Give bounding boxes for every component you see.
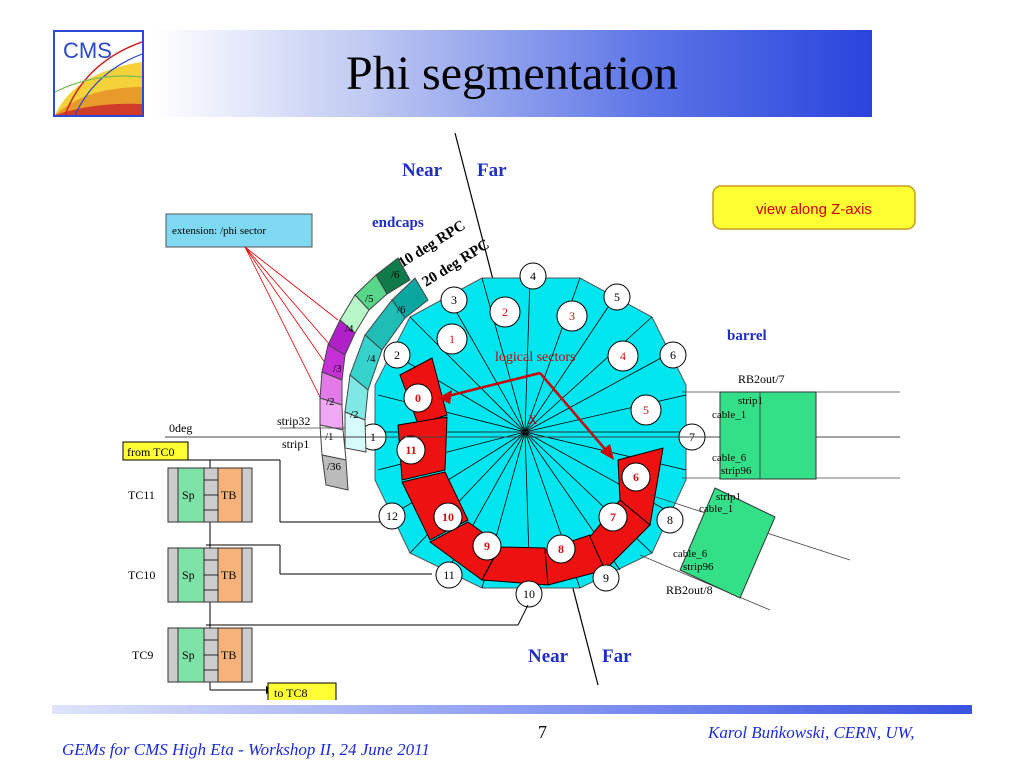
page-number: 7: [538, 722, 547, 742]
far-bottom-label: Far: [602, 646, 632, 667]
tc11-sp: Sp: [182, 488, 195, 502]
from-tc-label: from TC0: [127, 445, 174, 459]
logical-sectors-label: logical sectors: [495, 350, 575, 365]
rb2out8-box: [679, 487, 776, 599]
view-note-text: view along Z-axis: [756, 201, 872, 218]
logical-sector-0: 0: [415, 391, 421, 405]
tc10-label: TC10: [128, 568, 155, 582]
tc9-tb: TB: [221, 648, 236, 662]
tc9-sp: Sp: [182, 648, 195, 662]
inner-sector-4: 4: [620, 349, 626, 363]
outer-sector-10: 10: [523, 587, 535, 601]
outer-sector-8: 8: [667, 513, 673, 527]
inner-sector-3: 3: [569, 309, 575, 323]
endcap-outer-3: /3: [333, 363, 342, 375]
logical-sector-11: 11: [405, 443, 416, 457]
tc9-crate: Sp TB TC9: [132, 627, 253, 683]
outer-sector-12: 12: [386, 509, 398, 523]
inner-sector-5: 5: [643, 403, 649, 417]
far-top-label: Far: [477, 160, 507, 181]
tc9-label: TC9: [132, 648, 153, 662]
logical-sector-6: 6: [633, 470, 639, 484]
slide-title: Phi segmentation: [346, 47, 678, 100]
axis-x-label: X: [528, 412, 538, 427]
strip32-label: strip32: [277, 414, 310, 428]
tc11-tb: TB: [221, 488, 236, 502]
bottom-bar: [52, 705, 972, 714]
tc10-tb: TB: [221, 568, 236, 582]
box7-cable1: cable_1: [712, 409, 746, 421]
footer-right: Karol Buńkowski, CERN, UW,: [708, 723, 915, 742]
outer-sector-3: 3: [451, 293, 457, 307]
phi-diagram: X logical sectors 1 2 3 4 5 0 11 10 9 8 …: [122, 132, 916, 700]
to-tc-label: to TC8: [274, 686, 307, 700]
barrel-label: barrel: [727, 328, 767, 344]
logical-sector-7: 7: [610, 510, 616, 524]
inner-sector-1: 1: [449, 332, 455, 346]
endcap-outer-36: /36: [327, 461, 342, 473]
outer-sector-circles: [359, 262, 706, 608]
inner-sector-2: 2: [502, 305, 508, 319]
inner-sector-circles: [436, 296, 662, 426]
near-top-label: Near: [402, 160, 443, 181]
box7-strip1: strip1: [738, 395, 763, 407]
logical-sector-9: 9: [484, 539, 490, 553]
box8-cable1: cable_1: [699, 503, 733, 515]
endcap-inner-4: /4: [367, 353, 376, 365]
box7-cable6: cable_6: [712, 452, 747, 464]
near-bottom-label: Near: [528, 646, 569, 667]
zero-deg-label: 0deg: [169, 421, 192, 435]
outer-sector-6: 6: [670, 348, 676, 362]
strip1-left-label: strip1: [282, 437, 309, 451]
extension-note-text: extension: /phi sector: [172, 225, 266, 237]
logo-text: CMS: [63, 38, 112, 63]
box8-cable6: cable_6: [673, 548, 708, 560]
endcap-outer-6: /6: [391, 269, 400, 281]
outer-sector-2: 2: [394, 348, 400, 362]
endcap-outer-4: /4: [345, 323, 354, 335]
footer-left: GEMs for CMS High Eta - Workshop II, 24 …: [62, 740, 430, 759]
outer-sector-4: 4: [530, 269, 536, 283]
view-note-box: [712, 185, 916, 230]
tc11-crate: Sp TB TC11: [128, 467, 253, 523]
rb2out7-box: [719, 391, 817, 480]
box7-strip96: strip96: [721, 465, 752, 477]
to-tc-box: [267, 682, 337, 700]
rb2out7-label: RB2out/7: [738, 372, 785, 386]
cms-logo: CMS: [53, 30, 144, 117]
outer-sector-5: 5: [614, 290, 620, 304]
box8-strip1: strip1: [716, 491, 741, 503]
box8-strip96: strip96: [683, 561, 714, 573]
extension-note-box: [165, 213, 313, 248]
tc10-sp: Sp: [182, 568, 195, 582]
endcap-inner-6: /6: [397, 304, 406, 316]
tc10-crate: Sp TB TC10: [128, 547, 253, 603]
logical-sector-10: 10: [442, 510, 454, 524]
header-bar: [152, 30, 872, 117]
endcap-inner-2: /2: [350, 409, 359, 421]
logical-sector-8: 8: [558, 542, 564, 556]
rb2out8-label: RB2out/8: [666, 583, 713, 597]
endcap-outer-5: /5: [365, 293, 374, 305]
outer-sector-9: 9: [603, 571, 609, 585]
endcaps-label: endcaps: [372, 215, 424, 231]
from-tc-box: [122, 441, 189, 461]
outer-sector-11: 11: [443, 568, 455, 582]
endcap-outer-2: /2: [326, 396, 335, 408]
tc11-label: TC11: [128, 488, 155, 502]
